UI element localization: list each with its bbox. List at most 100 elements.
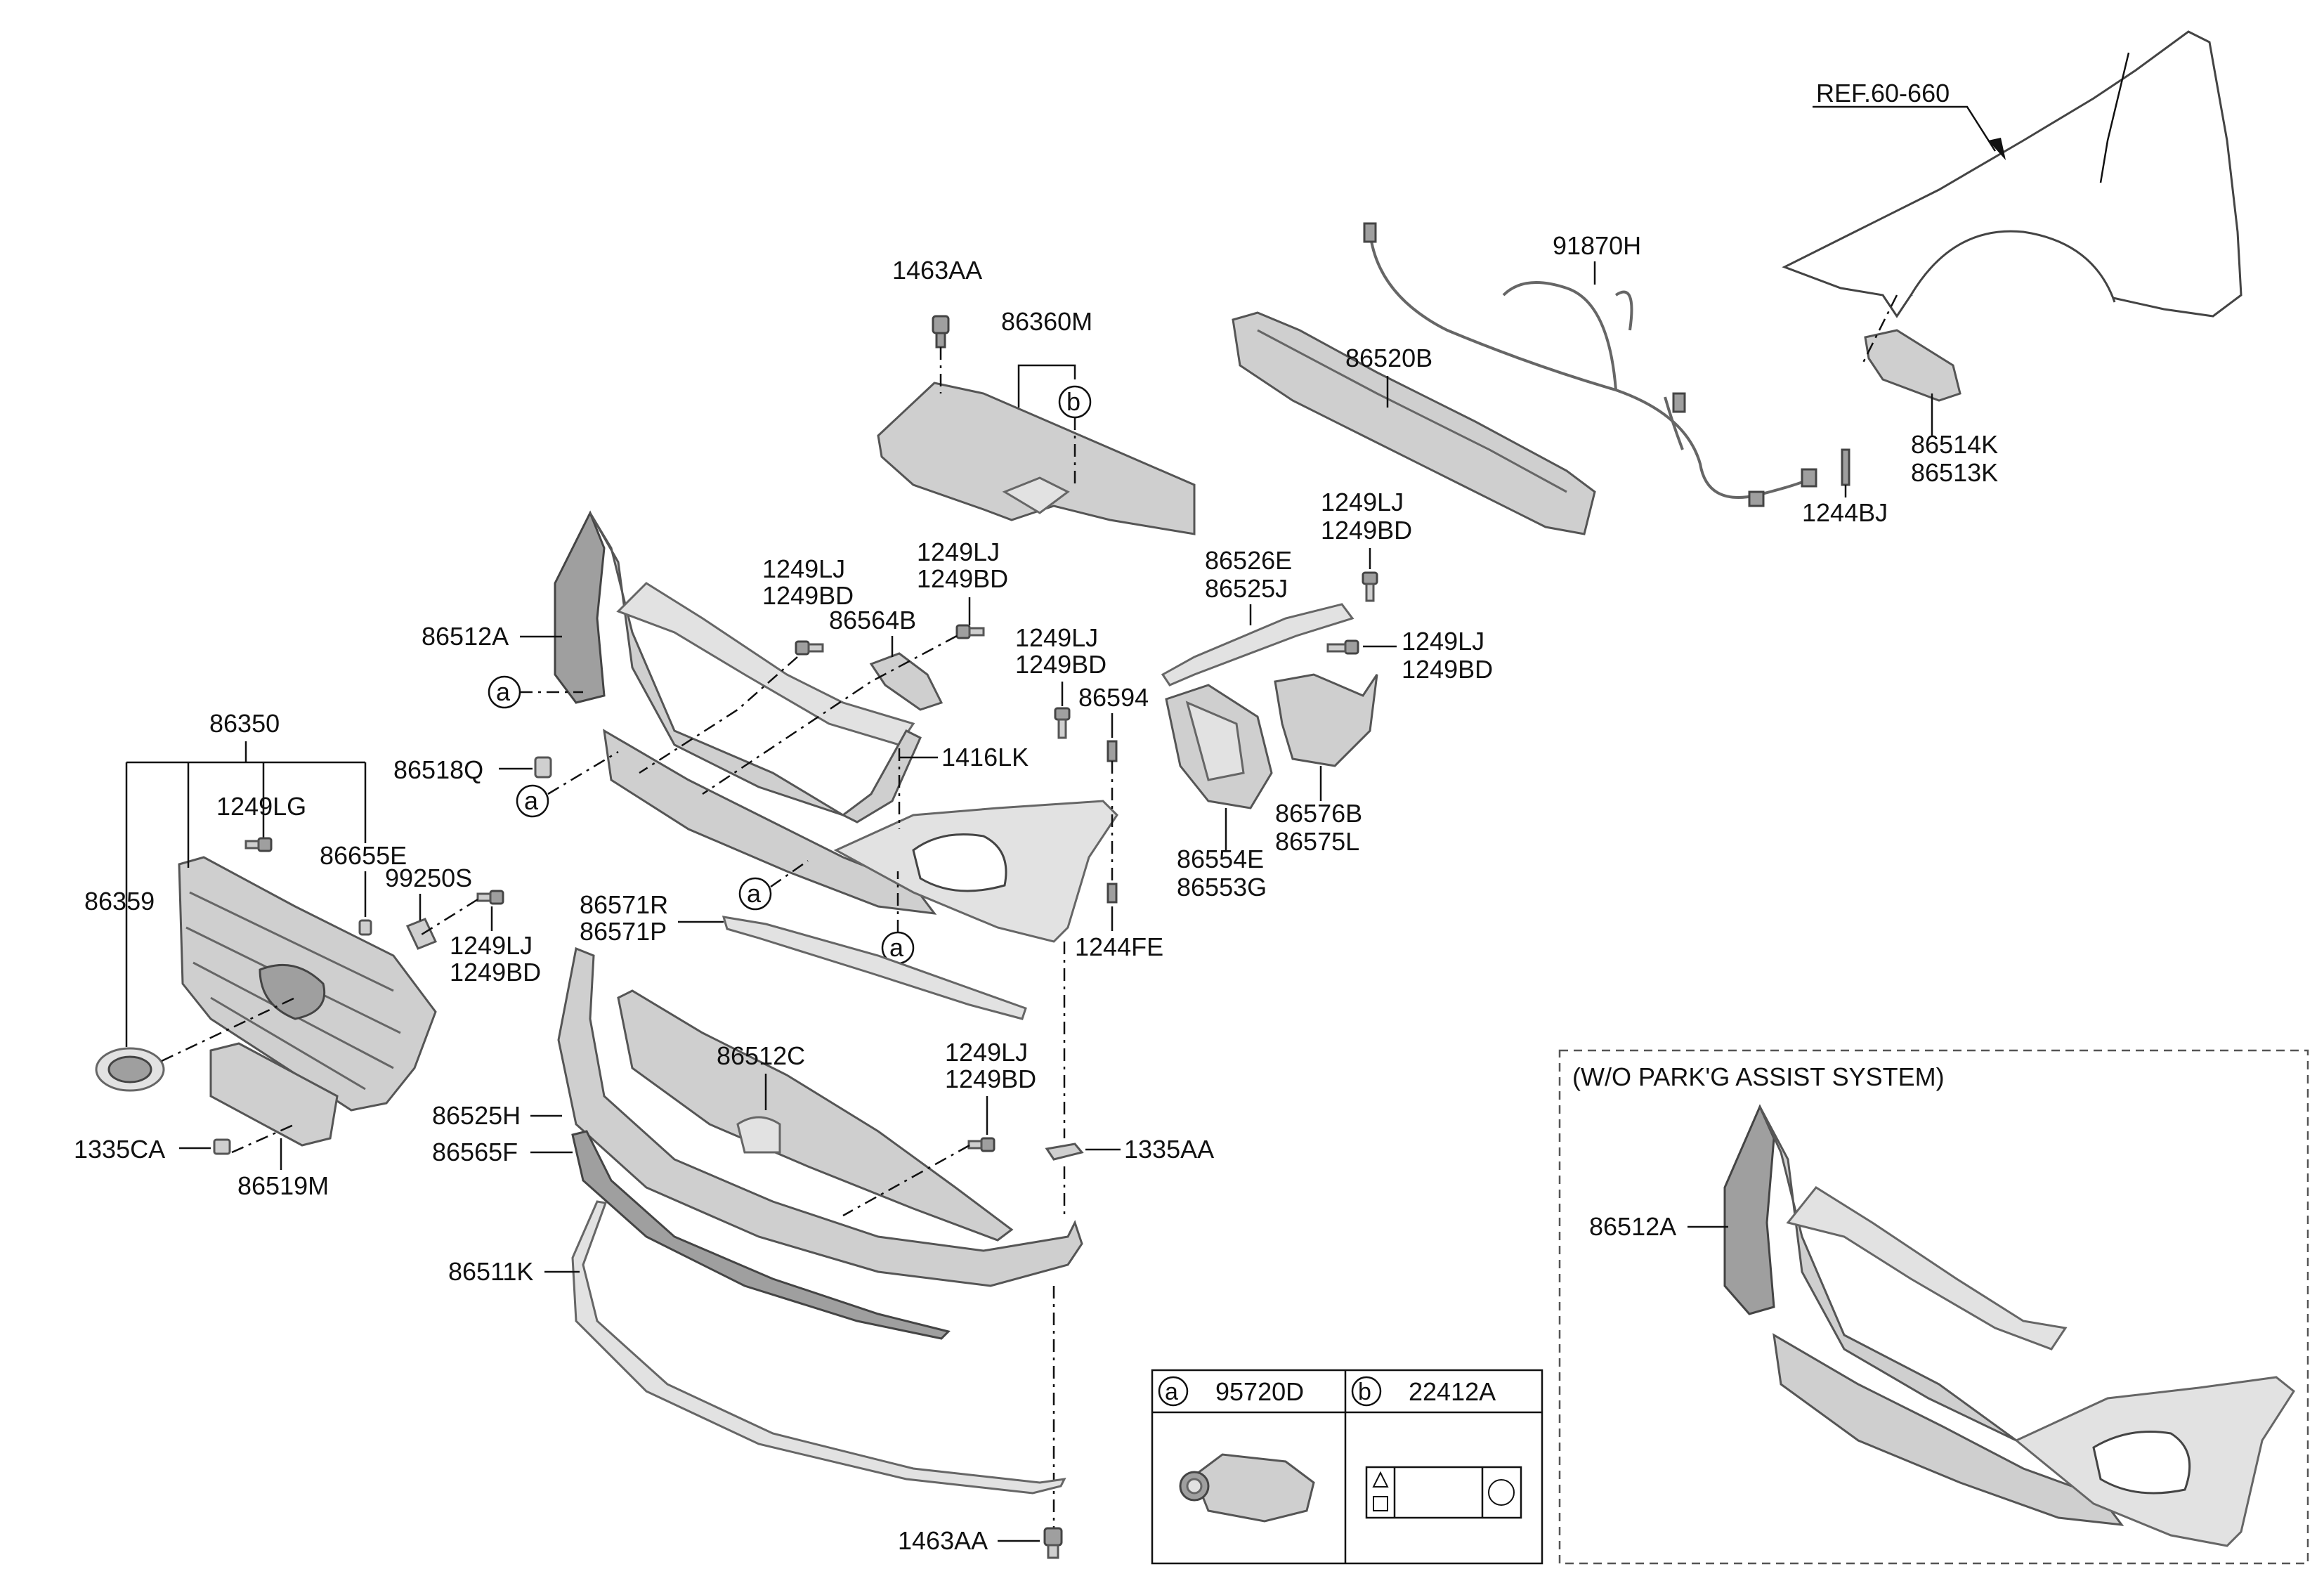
label-1249bd-d: 1249BD xyxy=(917,564,1008,593)
bracket-86564b xyxy=(869,652,944,711)
label-86360m: 86360M xyxy=(1001,307,1092,336)
legend-part-b: 22412A xyxy=(1409,1377,1496,1406)
dash-86519m xyxy=(231,1123,296,1154)
label-86512c: 86512C xyxy=(717,1041,805,1070)
wiring-harness xyxy=(1363,222,1817,507)
callout-a-4-label: a xyxy=(889,933,904,962)
label-1244fe: 1244FE xyxy=(1075,932,1163,961)
label-86519m: 86519M xyxy=(237,1171,329,1200)
legend-table xyxy=(1151,1369,1543,1565)
clip-1335ca xyxy=(213,1138,231,1155)
skid-strip-86511k xyxy=(571,1200,1066,1495)
label-86655e: 86655E xyxy=(320,841,407,870)
label-86511k: 86511K xyxy=(448,1257,533,1286)
leader-ref xyxy=(1813,105,1997,152)
leader-86360m xyxy=(1017,364,1076,408)
label-86520b: 86520B xyxy=(1345,344,1432,372)
label-86514k: 86514K xyxy=(1911,430,1998,459)
bracket-86576b xyxy=(1274,673,1378,767)
lower-strip-86565f xyxy=(571,1130,951,1340)
dash-emblem xyxy=(161,996,296,1062)
callout-a-1-label: a xyxy=(496,677,511,706)
bolt-1249lj-e xyxy=(1054,707,1071,739)
label-86359: 86359 xyxy=(84,887,155,916)
leader-86350 xyxy=(125,741,367,1047)
energy-absorber xyxy=(1232,311,1596,535)
bolt-1249lj-b xyxy=(1326,639,1359,655)
label-86525h: 86525H xyxy=(432,1101,521,1130)
lower-bumper-86525h xyxy=(557,946,1083,1287)
label-1463aa-bottom: 1463AA xyxy=(898,1526,988,1555)
label-86575l: 86575L xyxy=(1275,827,1359,856)
label-86553g: 86553G xyxy=(1177,873,1267,902)
label-86526e: 86526E xyxy=(1205,546,1292,575)
license-plate-bracket xyxy=(209,1042,339,1147)
dash-1249lj-f xyxy=(421,898,478,936)
legend-marker-a-label: a xyxy=(1165,1379,1178,1405)
fender-bracket xyxy=(1860,294,1961,402)
bolt-1249lg xyxy=(244,837,273,852)
label-86576b: 86576B xyxy=(1275,799,1362,828)
callout-a-3 xyxy=(738,877,772,911)
label-86512a-variant: 86512A xyxy=(1589,1212,1676,1241)
dash-center-vertical xyxy=(1052,942,1066,1532)
label-1249bd-e: 1249BD xyxy=(1015,650,1106,679)
label-86565f: 86565F xyxy=(432,1138,518,1166)
part-86518q xyxy=(534,756,552,779)
label-ref-60-660: REF.60-660 xyxy=(1816,79,1950,108)
emblem-86359 xyxy=(95,1047,165,1092)
clip-1335aa xyxy=(1045,1143,1084,1161)
legend-marker-b-label: b xyxy=(1358,1379,1371,1405)
bolt-1249lj-g xyxy=(967,1137,995,1152)
bolt-1249lj-a xyxy=(1362,571,1378,602)
label-1249lj-c: 1249LJ xyxy=(762,554,845,583)
bumper-frame-86512a xyxy=(554,510,1118,943)
lower-grille-86512c xyxy=(617,989,1014,1242)
label-1249bd-b: 1249BD xyxy=(1402,655,1493,684)
label-1249bd-a: 1249BD xyxy=(1321,516,1412,545)
side-strip-86526e xyxy=(1161,603,1354,686)
label-1249lj-g: 1249LJ xyxy=(945,1038,1028,1067)
label-1249lg: 1249LG xyxy=(216,792,306,821)
chrome-strip-86571r xyxy=(722,916,1027,1020)
label-1249lj-d: 1249LJ xyxy=(917,538,1000,566)
clip-86655e xyxy=(358,871,372,936)
bolt-1249lj-d xyxy=(955,624,985,639)
label-1244bj: 1244BJ xyxy=(1802,498,1888,527)
label-86518q: 86518Q xyxy=(393,755,483,784)
label-86525j: 86525J xyxy=(1205,574,1288,603)
bumper-frame-variant xyxy=(1723,1104,2295,1547)
warning-label-icon xyxy=(1365,1466,1522,1519)
callout-a-2 xyxy=(516,784,549,818)
label-1249lj-a: 1249LJ xyxy=(1321,488,1404,516)
label-86594: 86594 xyxy=(1078,683,1149,712)
arrow-head-icon xyxy=(1988,138,2006,160)
radiator-grille xyxy=(178,856,437,1112)
upper-cover-86360m xyxy=(877,382,1196,535)
clip-1463aa-top xyxy=(932,315,950,393)
variant-box-title: (W/O PARK'G ASSIST SYSTEM) xyxy=(1572,1062,1945,1091)
label-86512a: 86512A xyxy=(422,622,509,651)
dash-1249lj-g xyxy=(842,1144,970,1217)
label-1249lj-f: 1249LJ xyxy=(450,931,533,960)
label-86513k: 86513K xyxy=(1911,458,1998,487)
label-1249lj-e: 1249LJ xyxy=(1015,623,1098,652)
label-1249bd-g: 1249BD xyxy=(945,1065,1036,1093)
clip-1244bj xyxy=(1841,448,1850,502)
fender-reference-drawing xyxy=(1782,30,2243,318)
legend-marker-b xyxy=(1351,1376,1382,1407)
bracket-86554e xyxy=(1165,684,1273,809)
callout-a-2-label: a xyxy=(524,786,539,815)
label-86571r: 86571R xyxy=(580,890,668,919)
leader-1249lj-d-dash xyxy=(702,634,958,795)
label-99250s: 99250S xyxy=(385,864,472,892)
label-1249bd-f: 1249BD xyxy=(450,958,541,987)
clip-1463aa-bottom xyxy=(1043,1527,1063,1559)
callout-a-3-label: a xyxy=(747,879,762,908)
label-1249lj-b: 1249LJ xyxy=(1402,627,1484,656)
variant-box xyxy=(1558,1049,2309,1565)
label-91870h: 91870H xyxy=(1553,231,1641,260)
label-86564b: 86564B xyxy=(829,606,916,634)
label-1335ca: 1335CA xyxy=(74,1135,165,1164)
bolt-1249lj-f xyxy=(476,890,504,905)
